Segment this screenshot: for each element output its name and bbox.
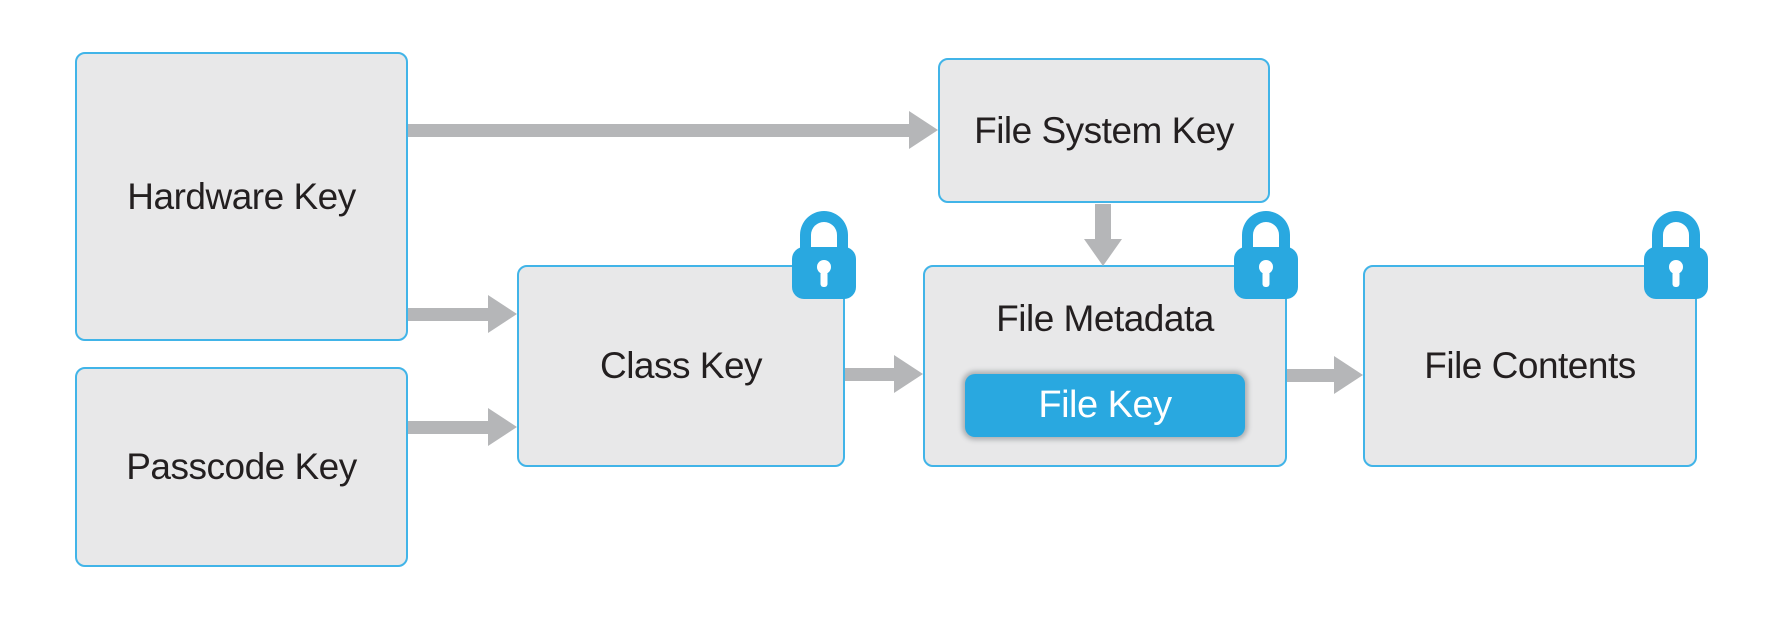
arrow-head: [1084, 239, 1122, 266]
arrow-shaft: [408, 307, 488, 321]
keyhole-stem: [820, 271, 828, 287]
lock-shackle: [1242, 211, 1290, 255]
arrow-shaft: [845, 367, 894, 381]
keyhole-stem: [1672, 271, 1680, 287]
arrow-head: [1334, 356, 1363, 394]
file-system-key-label: File System Key: [974, 109, 1234, 151]
node-passcode-key: Passcode Key: [75, 367, 408, 567]
arrow-hardware-to-filesystemkey: [408, 111, 938, 149]
arrow-head: [909, 111, 938, 149]
node-file-contents: File Contents: [1363, 211, 1708, 467]
node-class-key: Class Key: [517, 211, 856, 467]
node-file-metadata: File Metadata File Key: [923, 211, 1298, 467]
lock-shackle: [800, 211, 848, 255]
node-hardware-key: Hardware Key: [75, 52, 408, 341]
arrow-head: [894, 355, 923, 393]
arrow-shaft: [408, 420, 488, 434]
file-contents-label: File Contents: [1424, 345, 1636, 386]
hardware-key-label: Hardware Key: [127, 175, 356, 217]
arrow-shaft: [1095, 204, 1111, 239]
arrow-hardware-to-classkey: [408, 295, 517, 333]
lock-icon: [1234, 211, 1298, 299]
node-file-system-key: File System Key: [938, 58, 1270, 203]
lock-icon: [1644, 211, 1708, 299]
arrow-head: [488, 295, 517, 333]
passcode-key-label: Passcode Key: [126, 446, 357, 487]
arrow-filesystemkey-to-filemetadata: [1084, 204, 1122, 266]
arrow-shaft: [408, 123, 909, 137]
arrow-passcode-to-classkey: [408, 408, 517, 446]
keyhole-icon: [1259, 260, 1273, 274]
keyhole-icon: [817, 260, 831, 274]
arrow-classkey-to-filemetadata: [845, 355, 923, 393]
file-key-label: File Key: [1038, 384, 1172, 426]
lock-shackle: [1652, 211, 1700, 255]
file-metadata-label: File Metadata: [996, 298, 1214, 339]
class-key-label: Class Key: [599, 345, 763, 386]
arrow-head: [488, 408, 517, 446]
arrow-shaft: [1287, 368, 1334, 382]
file-key-badge: File Key: [965, 374, 1245, 437]
lock-icon: [792, 211, 856, 299]
arrow-filemetadata-to-filecontents: [1287, 356, 1363, 394]
keyhole-icon: [1669, 260, 1683, 274]
keyhole-stem: [1262, 271, 1270, 287]
